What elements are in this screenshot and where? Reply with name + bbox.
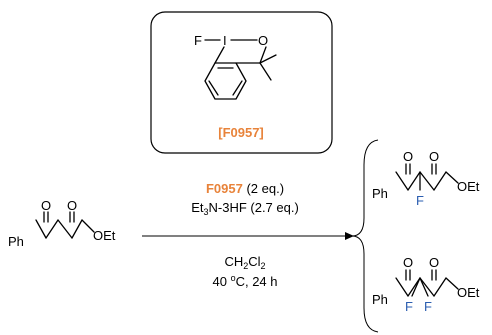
product-mono-fluorine: F — [416, 193, 424, 208]
bond-ring-iodine — [214, 46, 225, 64]
product-di-phenyl: Ph — [372, 292, 388, 307]
reagent-atom-i: I — [223, 33, 227, 48]
reagent-box: F I O [F0957] — [150, 11, 333, 154]
substrate-oxygen-1: O — [41, 198, 51, 213]
condition-additive: Et3N-3HF (2.7 eq.) — [191, 200, 299, 217]
condition-reagent: F0957 (2 eq.) — [206, 181, 284, 196]
product-mono-oxygen-2: O — [429, 149, 439, 164]
reagent-box-frame — [150, 11, 333, 154]
reaction-arrow — [142, 232, 354, 240]
product-di-ethoxy: OEt — [457, 285, 480, 300]
product-mono-phenyl: Ph — [372, 186, 388, 201]
product-di-fluorine-2: F — [424, 299, 432, 314]
product-brace — [351, 139, 379, 333]
product-mono-ethoxy: OEt — [457, 179, 480, 194]
reagent-benzene-ring — [204, 62, 247, 100]
product-difluoro: O O Ph OEt F F — [372, 255, 480, 314]
product-mono-oxygen-1: O — [403, 149, 413, 164]
substrate-phenyl: Ph — [8, 234, 24, 249]
substrate-ethoxy: OEt — [93, 228, 116, 243]
bond-methyl-2 — [259, 62, 272, 81]
reagent-atom-o: O — [258, 33, 268, 48]
product-di-fluorine-1: F — [405, 299, 413, 314]
substrate-oxygen-2: O — [67, 198, 77, 213]
condition-temperature-time: 40 oC, 24 h — [212, 273, 277, 289]
condition-solvent: CH2Cl2 — [224, 254, 265, 271]
reagent-code-label: [F0957] — [218, 125, 264, 140]
product-di-oxygen-2: O — [429, 255, 439, 270]
bond-oxygen-carbon — [259, 46, 267, 64]
reagent-atom-f: F — [194, 33, 202, 48]
product-monofluoro: O O Ph OEt F — [372, 149, 480, 208]
substrate-structure: O O Ph OEt — [8, 198, 116, 249]
bond-methyl-1 — [259, 54, 277, 64]
product-di-oxygen-1: O — [403, 255, 413, 270]
